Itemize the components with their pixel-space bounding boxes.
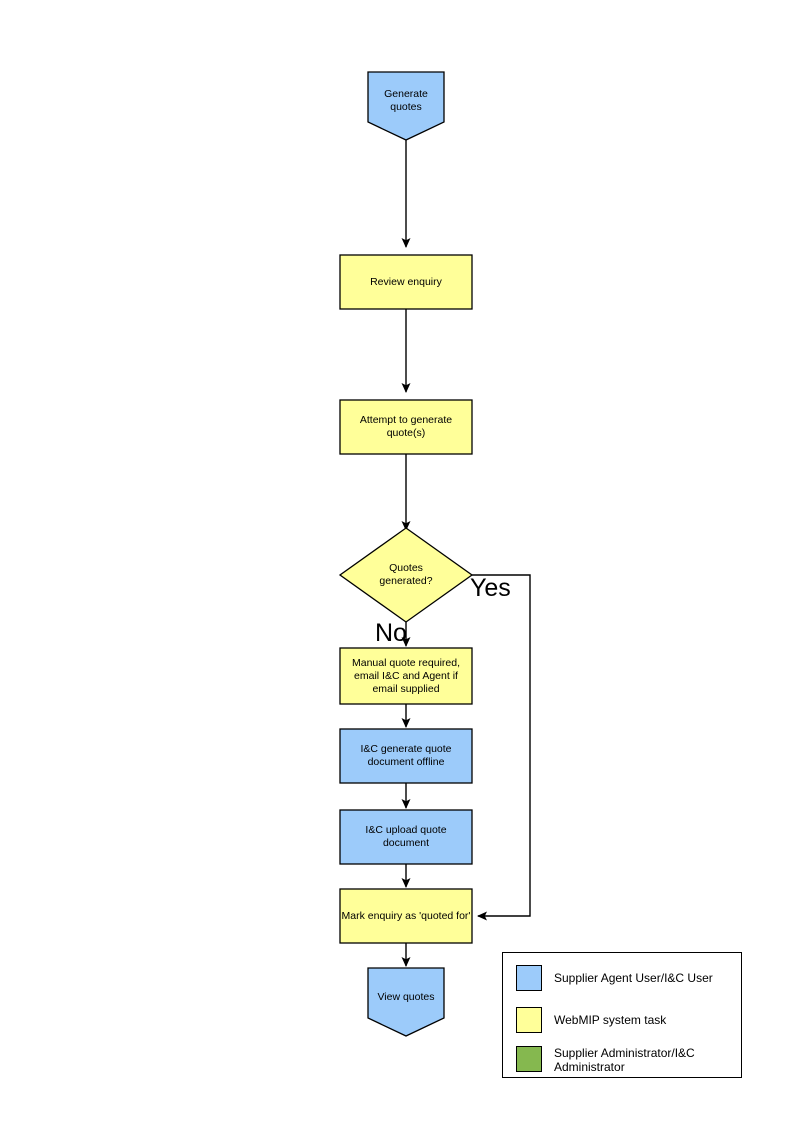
node-quotes-generated-decision[interactable]	[338, 527, 474, 623]
node-review-enquiry[interactable]	[339, 254, 473, 310]
legend-label-supplier-administrator: Supplier Administrator/I&C Administrator	[554, 1046, 695, 1074]
legend-label-supplier-agent-user: Supplier Agent User/I&C User	[554, 971, 713, 985]
branch-label-yes: Yes	[470, 574, 511, 602]
node-generate-quotes[interactable]	[367, 71, 445, 141]
legend: Supplier Agent User/I&C User WebMIP syst…	[502, 952, 742, 1078]
node-mark-enquiry-quoted-for[interactable]	[339, 888, 473, 944]
node-ic-upload-quote-document[interactable]	[339, 809, 473, 865]
node-view-quotes[interactable]	[367, 967, 445, 1037]
legend-swatch-blue	[516, 965, 542, 991]
node-manual-quote-required[interactable]	[339, 647, 473, 705]
legend-swatch-yellow	[516, 1007, 542, 1033]
edge-decision-yes	[472, 574, 531, 921]
legend-label-webmip-system-task: WebMIP system task	[554, 1013, 667, 1027]
legend-item-supplier-administrator: Supplier Administrator/I&C Administrator	[516, 1046, 695, 1074]
node-ic-generate-quote-offline[interactable]	[339, 728, 473, 784]
branch-label-no: No	[375, 619, 407, 647]
legend-item-webmip-system-task: WebMIP system task	[516, 1007, 666, 1033]
node-attempt-generate-quotes[interactable]	[339, 399, 473, 455]
legend-item-supplier-agent-user: Supplier Agent User/I&C User	[516, 965, 713, 991]
legend-swatch-green	[516, 1046, 542, 1072]
